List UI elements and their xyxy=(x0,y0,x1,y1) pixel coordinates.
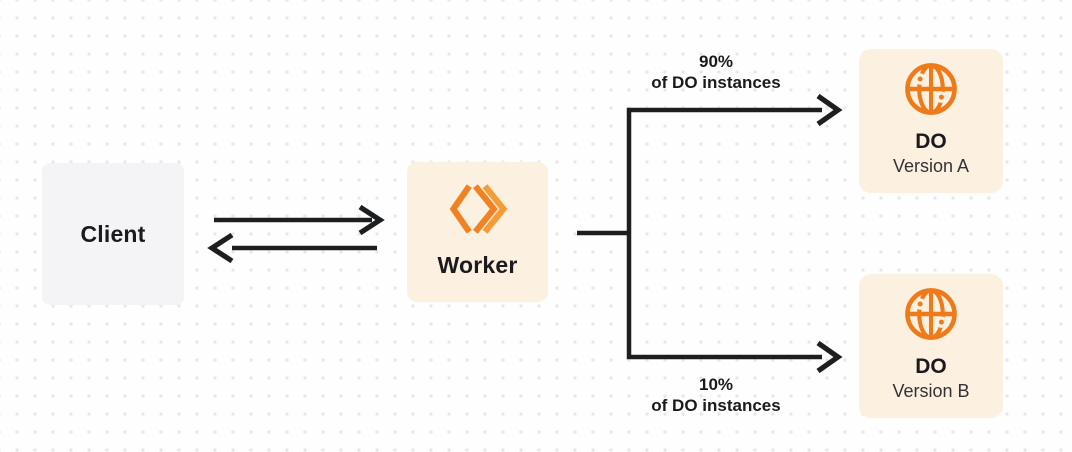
do-version-a-node: DO Version A xyxy=(859,49,1003,193)
client-node: Client xyxy=(42,163,184,305)
worker-node: Worker xyxy=(407,162,548,302)
traffic-caption-top: of DO instances xyxy=(651,73,781,92)
worker-label: Worker xyxy=(437,252,518,278)
do-a-title: DO xyxy=(915,130,947,153)
do-b-title: DO xyxy=(915,355,947,378)
durable-object-globe-icon xyxy=(902,285,960,348)
traffic-percent-top: 90% xyxy=(698,52,734,71)
durable-object-globe-icon xyxy=(902,60,960,123)
traffic-percent-bottom: 10% xyxy=(698,375,734,394)
traffic-split-label-top: 90% of DO instances xyxy=(604,51,828,93)
traffic-split-label-bottom: 10% of DO instances xyxy=(604,374,828,416)
do-b-subtitle: Version B xyxy=(892,381,970,401)
do-a-subtitle: Version A xyxy=(892,156,970,176)
cloudflare-workers-logo-icon xyxy=(449,182,507,241)
response-arrow-worker-to-client xyxy=(207,232,377,264)
arrow-to-do-version-b xyxy=(626,233,843,374)
request-arrow-client-to-worker xyxy=(214,204,385,236)
traffic-caption-bottom: of DO instances xyxy=(651,396,781,415)
client-label: Client xyxy=(80,220,146,247)
do-version-b-node: DO Version B xyxy=(859,274,1003,418)
arrow-to-do-version-a xyxy=(626,93,843,233)
